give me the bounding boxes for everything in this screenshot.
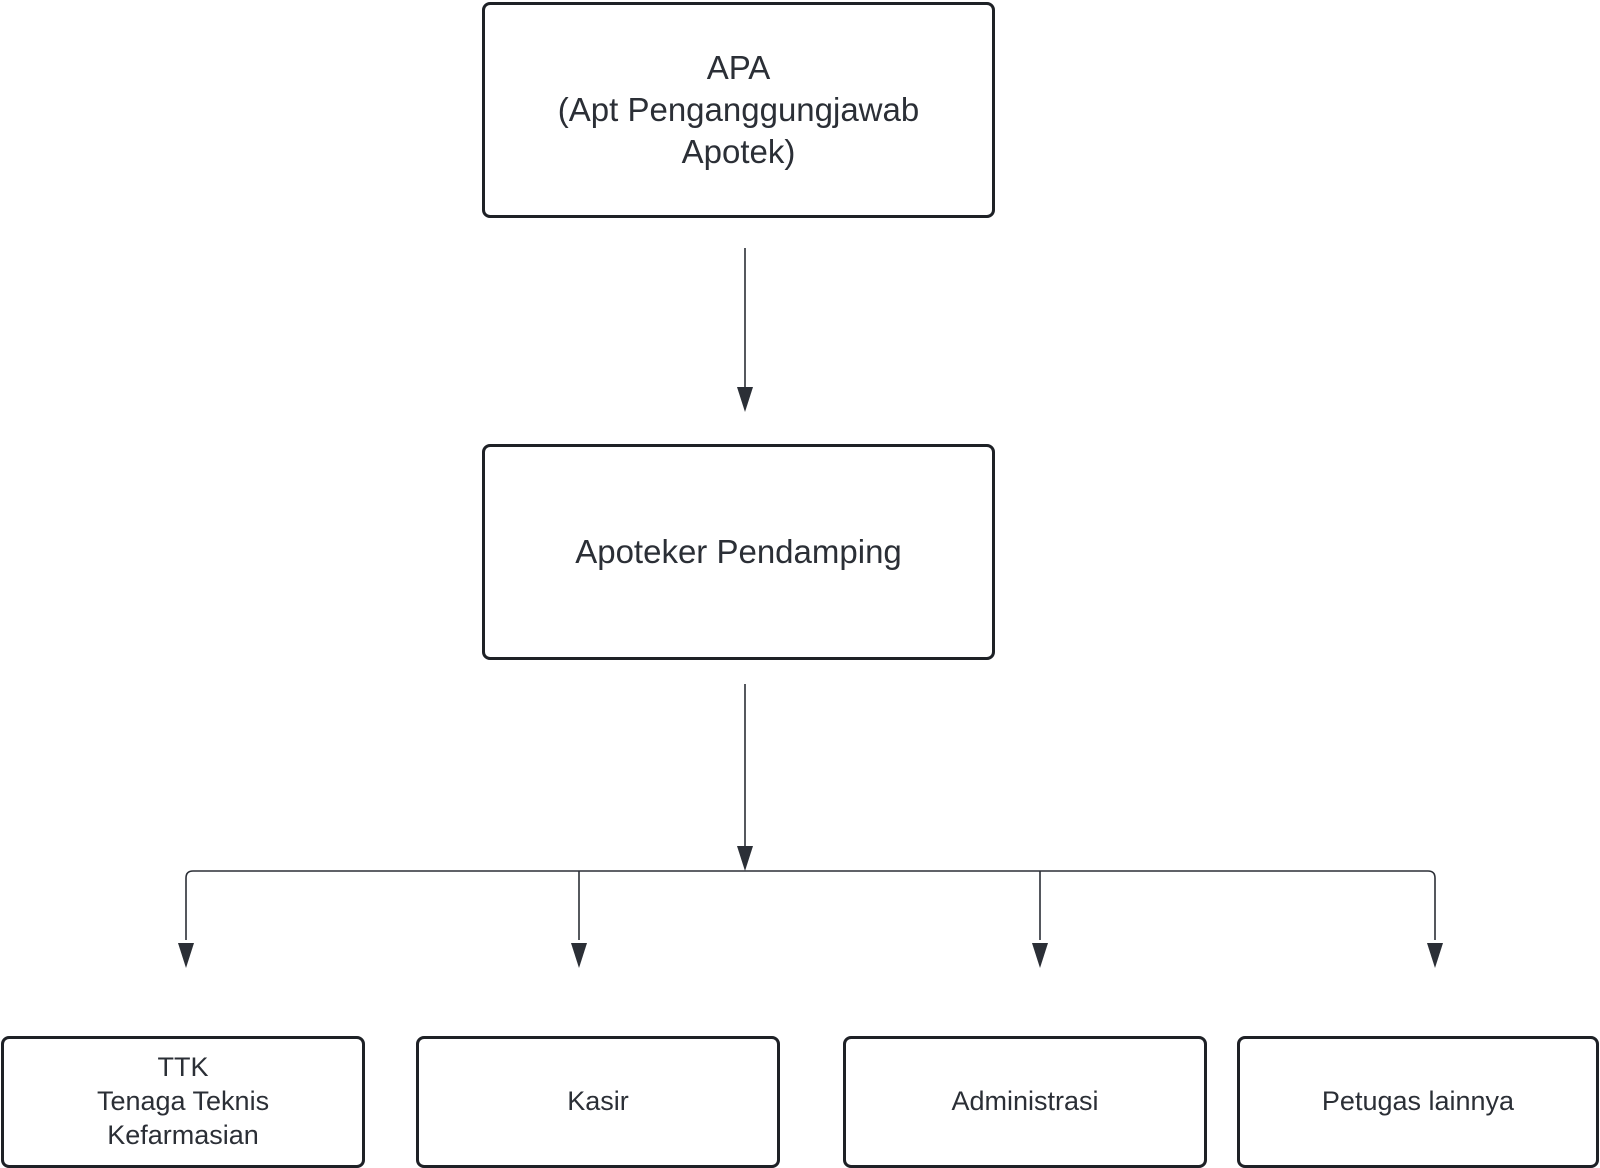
arrowhead-kasir bbox=[571, 943, 587, 968]
arrowhead-bus bbox=[737, 846, 753, 871]
arrowhead-pendamping bbox=[737, 387, 753, 412]
petugas-lainnya-box: Petugas lainnya bbox=[1237, 1036, 1599, 1168]
arrowhead-administrasi bbox=[1032, 943, 1048, 968]
apa-label: APA (Apt Penganggungjawab Apotek) bbox=[557, 48, 920, 171]
connector-bus bbox=[185, 870, 1436, 940]
ttk-box: TTK Tenaga Teknis Kefarmasian bbox=[1, 1036, 365, 1168]
administrasi-box: Administrasi bbox=[843, 1036, 1207, 1168]
apoteker-pendamping-box: Apoteker Pendamping bbox=[482, 444, 995, 660]
petugas-lainnya-label: Petugas lainnya bbox=[1321, 1086, 1515, 1117]
administrasi-label: Administrasi bbox=[951, 1086, 1099, 1117]
apoteker-pendamping-label: Apoteker Pendamping bbox=[575, 532, 902, 570]
ttk-label: TTK Tenaga Teknis Kefarmasian bbox=[96, 1052, 270, 1150]
kasir-box: Kasir bbox=[416, 1036, 780, 1168]
kasir-label: Kasir bbox=[567, 1086, 629, 1117]
apa-box: APA (Apt Penganggungjawab Apotek) bbox=[482, 2, 995, 218]
arrowhead-petugas bbox=[1427, 943, 1443, 968]
arrowhead-ttk bbox=[178, 943, 194, 968]
